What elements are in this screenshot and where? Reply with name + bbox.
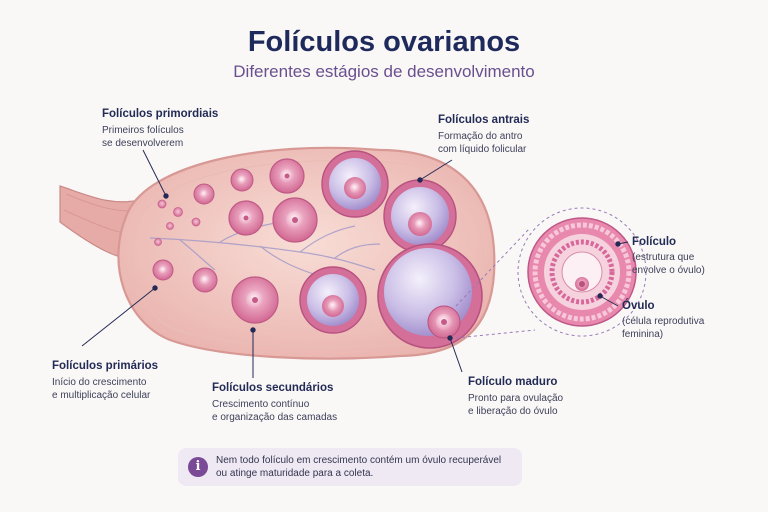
mature-follicle	[377, 243, 483, 349]
label-primary-title: Folículos primários	[52, 360, 159, 372]
label-primordial-desc-line2: se desenvolverem	[102, 138, 184, 149]
label-primary-desc: Início do crescimento e multiplicação ce…	[52, 376, 158, 402]
zoomed-follicle	[527, 217, 637, 327]
label-follicle-desc: (estrutura que envolve o óvulo)	[632, 251, 705, 277]
primary-follicles	[152, 168, 254, 293]
label-mature-desc: Pronto para ovulação e liberação do óvul…	[468, 392, 563, 418]
label-primary-desc-line1: Início do crescimento	[52, 377, 147, 388]
label-ovum-desc-line2: feminina)	[622, 329, 664, 340]
label-primordial-desc: Primeiros folículos se desenvolverem	[102, 124, 218, 150]
label-ovum-desc: (célula reprodutiva feminina)	[622, 315, 704, 341]
page-title: Folículos ovarianos	[247, 26, 521, 58]
info-icon: i	[188, 457, 208, 477]
label-primary-desc-line2: e multiplicação celular	[52, 390, 151, 401]
label-ovum-title: Óvulo	[622, 300, 655, 312]
label-primordial-title: Folículos primordiais	[102, 108, 219, 120]
label-secondary-desc-line1: Crescimento contínuo	[212, 399, 310, 410]
label-secondary-title: Folículos secundários	[212, 382, 334, 394]
label-follicle-title: Folículo	[632, 236, 677, 248]
label-antral-desc-line1: Formação do antro	[438, 131, 523, 142]
info-note-text: Nem todo folículo em crescimento contém …	[216, 454, 516, 480]
label-follicle-desc-line2: envolve o óvulo)	[632, 265, 705, 276]
secondary-follicles	[228, 158, 318, 324]
label-primordial: Folículos primordiais Primeiros folículo…	[102, 108, 218, 150]
page-subtitle: Diferentes estágios de desenvolvimento	[233, 62, 535, 81]
label-secondary: Folículos secundários Crescimento contín…	[212, 382, 337, 424]
label-mature-desc-line2: e liberação do óvulo	[468, 406, 558, 417]
label-ovum: Óvulo (célula reprodutiva feminina)	[622, 300, 704, 341]
label-primordial-desc-line1: Primeiros folículos	[102, 125, 184, 136]
label-mature-title: Folículo maduro	[468, 376, 558, 388]
label-primary: Folículos primários Início do cresciment…	[52, 360, 158, 402]
info-note: i Nem todo folículo em crescimento conté…	[178, 448, 522, 486]
label-secondary-desc-line2: e organização das camadas	[212, 412, 338, 423]
label-ovum-desc-line1: (célula reprodutiva	[622, 316, 705, 327]
label-antral-desc-line2: com líquido folicular	[438, 144, 527, 155]
label-mature: Folículo maduro Pronto para ovulação e l…	[468, 376, 563, 418]
label-follicle-desc-line1: (estrutura que	[632, 252, 695, 263]
label-antral-title: Folículos antrais	[438, 114, 530, 126]
label-follicle: Folículo (estrutura que envolve o óvulo)	[632, 236, 705, 277]
info-note-line1: Nem todo folículo em crescimento contém …	[216, 455, 502, 466]
label-secondary-desc: Crescimento contínuo e organização das c…	[212, 398, 337, 424]
label-antral-desc: Formação do antro com líquido folicular	[438, 130, 529, 156]
antral-follicles	[299, 150, 457, 334]
label-antral: Folículos antrais Formação do antro com …	[438, 114, 529, 156]
blood-vessels	[149, 221, 381, 277]
primordial-follicles	[154, 199, 201, 246]
label-mature-desc-line1: Pronto para ovulação	[468, 393, 564, 404]
zoom-connector	[455, 207, 647, 339]
info-note-line2: ou atinge maturidade para a coleta.	[216, 468, 374, 479]
